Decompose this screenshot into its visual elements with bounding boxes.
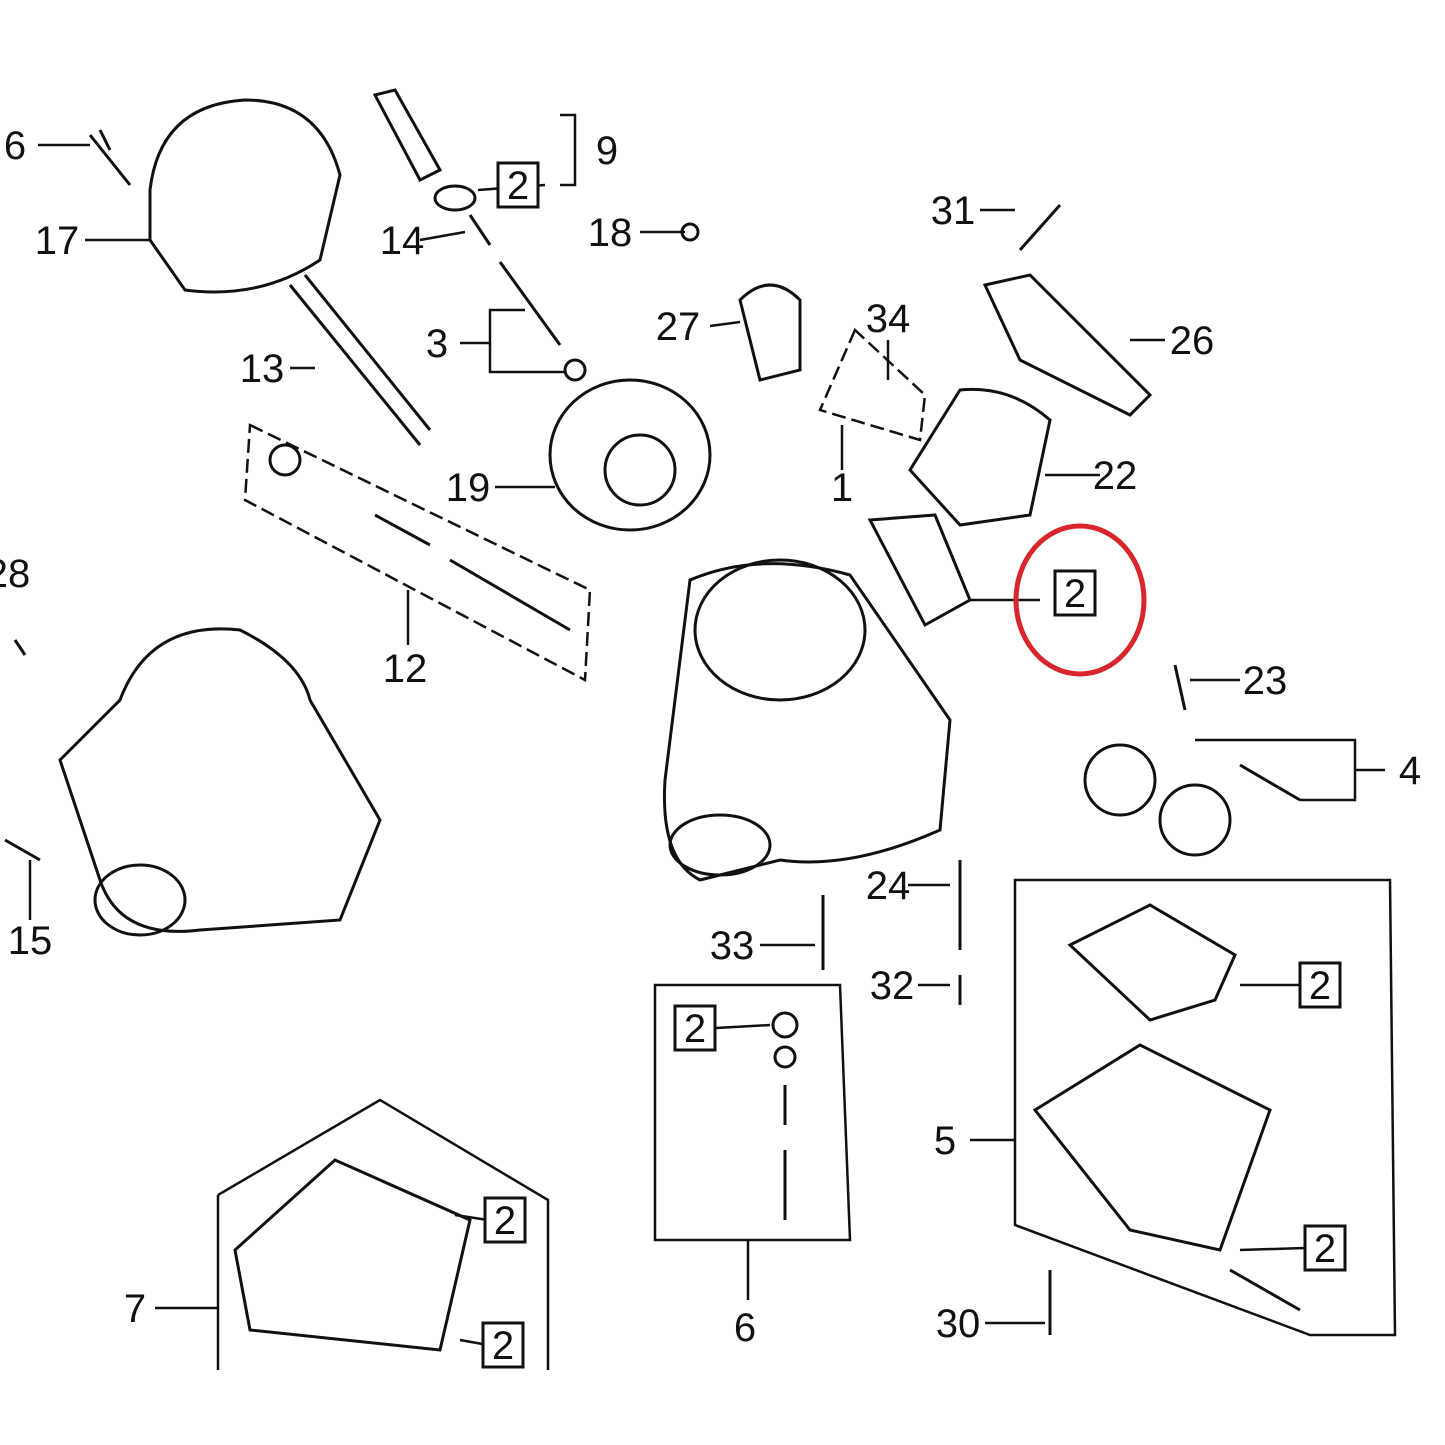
part-piston [603, 433, 677, 507]
part-float-bowl [1032, 1043, 1272, 1252]
part-adjust-screw [374, 513, 571, 632]
part-label: 30 [936, 1302, 981, 1346]
part-inlet [668, 813, 772, 877]
part-label: 17 [35, 219, 80, 263]
group-6-outline [653, 983, 852, 1242]
group-5-outline [1013, 878, 1397, 1337]
boxed-label: 2 [481, 1321, 525, 1369]
part-carb-inlet [93, 863, 187, 937]
part-float-right [1158, 783, 1232, 857]
part-label: 32 [870, 964, 915, 1008]
svg-text:2: 2 [1314, 1227, 1336, 1271]
highlighted-boxed-label: 2 [1053, 569, 1097, 617]
part-diaphragm [548, 378, 712, 532]
part-label: 24 [866, 864, 911, 908]
part-float-bowl-left [233, 1158, 472, 1352]
svg-text:2: 2 [1309, 964, 1331, 1008]
group-12-outline [243, 423, 592, 683]
part-label: 34 [866, 297, 911, 341]
part-o-ring [433, 184, 477, 212]
part-o-ring-small [771, 1011, 799, 1039]
part-number-labels: 6179141831327342613191222812234152433325… [0, 124, 1421, 1350]
svg-text:2: 2 [494, 1199, 516, 1243]
svg-text:2: 2 [492, 1324, 514, 1368]
part-label: 13 [240, 347, 285, 391]
part-drain-screw [1229, 1268, 1301, 1312]
part-screw [88, 129, 132, 186]
part-label: 9 [596, 129, 618, 173]
group-7-outline [216, 1098, 550, 1370]
part-cover-22 [908, 387, 1052, 527]
highlight-circle [1013, 523, 1147, 677]
part-label: 23 [1243, 659, 1288, 703]
part-label: 33 [710, 924, 755, 968]
part-gasket-1 [818, 327, 927, 442]
part-label: 7 [124, 1287, 146, 1331]
part-gasket [867, 513, 972, 628]
boxed-label: 2 [1303, 1224, 1347, 1272]
part-label: 6 [734, 1306, 756, 1350]
part-label: 15 [8, 919, 53, 963]
part-washer-small [773, 1045, 797, 1069]
part-bowl-gasket [1067, 903, 1237, 1022]
part-needle-23 [1173, 664, 1187, 711]
part-label: 4 [1399, 749, 1421, 793]
part-float-pin [1239, 763, 1301, 802]
svg-text:2: 2 [1064, 572, 1086, 616]
part-label: 12 [383, 647, 428, 691]
part-plate-26 [982, 273, 1153, 417]
part-label: 19 [446, 466, 491, 510]
boxed-label: 2 [496, 161, 540, 209]
part-carb-assembly [58, 627, 382, 933]
part-bracket [738, 283, 802, 382]
part-label: 6 [4, 124, 26, 168]
part-label: 26 [1170, 319, 1215, 363]
part-carb-body [662, 562, 952, 882]
part-label: 14 [380, 219, 425, 263]
part-needle [498, 261, 562, 346]
svg-text:2: 2 [684, 1007, 706, 1051]
part-cap [268, 443, 302, 477]
part-spring [288, 274, 432, 446]
part-label: 5 [934, 1119, 956, 1163]
part-float-left [1083, 743, 1157, 817]
boxed-label: 2 [483, 1196, 527, 1244]
boxed-label: 2 [673, 1004, 717, 1052]
part-small-springs [4, 639, 41, 862]
part-label: 1 [831, 466, 853, 510]
boxed-label: 2 [1298, 961, 1342, 1009]
svg-text:2: 2 [507, 164, 529, 208]
part-label: 28 [0, 552, 30, 596]
part-label: 22 [1093, 454, 1138, 498]
part-small-spring [468, 214, 492, 246]
part-top-cover [148, 98, 342, 294]
part-label: 31 [931, 189, 976, 233]
part-washer [563, 358, 587, 382]
part-fitting [372, 88, 443, 182]
part-drawings [4, 88, 1397, 1370]
part-label: 3 [426, 322, 448, 366]
part-bore [693, 558, 867, 702]
part-label: 18 [588, 211, 633, 255]
part-label: 27 [656, 305, 701, 349]
part-screw-31 [1018, 204, 1062, 251]
